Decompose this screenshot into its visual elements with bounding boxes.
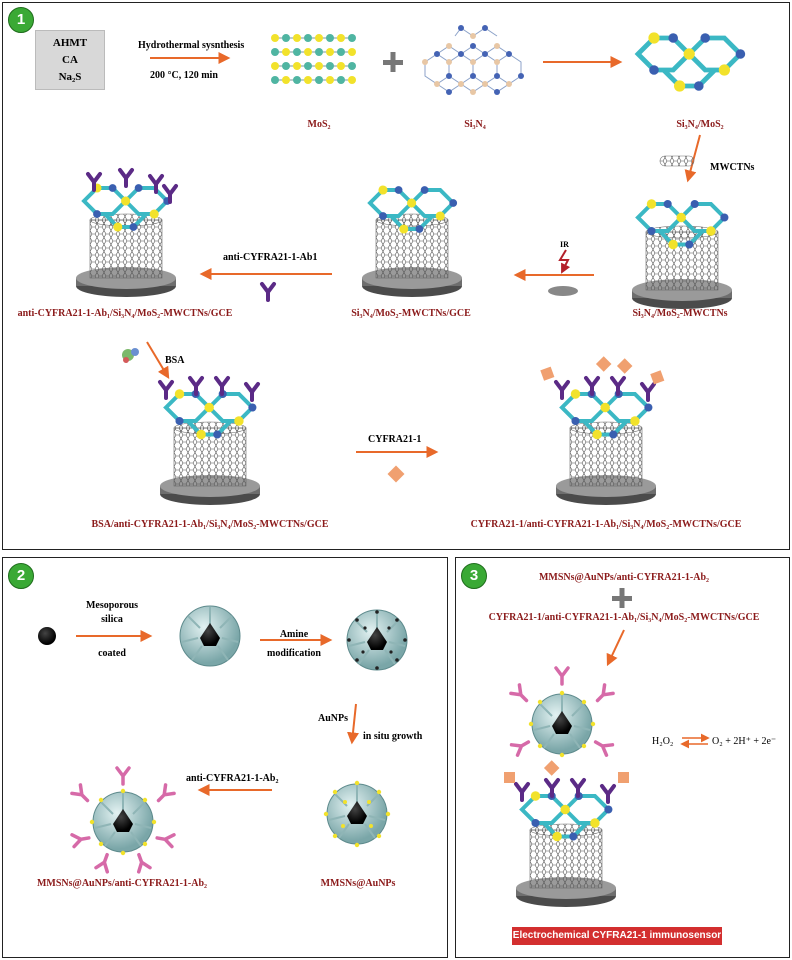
si3n4-network (422, 25, 524, 95)
composite-label: Si₃N₄/MoS₂ (676, 119, 724, 130)
aunps-label: AuNPs (318, 713, 349, 724)
reagent-ahmt: AHMT (52, 37, 88, 49)
panel3-top-label: MMSNs@AuNPs/anti-CYFRA21-1-Ab₂ (538, 572, 710, 583)
mesoporous-label-3: coated (98, 648, 126, 659)
immunosensor-electrode (504, 760, 629, 908)
reaction-right: O₂ + 2H⁺ + 2e⁻ (712, 736, 777, 747)
amine-label-2: modification (267, 648, 321, 659)
electrode-bsa (158, 376, 261, 506)
panel-1-badge: 1 (8, 7, 34, 33)
bsa-label: BSA (165, 355, 185, 366)
composite-mwctns-label: Si₃N₄/MoS₂-MWCTNs (632, 308, 728, 319)
panel-3 (455, 557, 790, 958)
arrow-aunps (347, 703, 359, 745)
mwctns-label: MWCTNs (710, 162, 755, 173)
panel3-bottom-label: CYFRA21-1/anti-CYFRA21-1-Ab₁/Si₃N₄/MoS₂-… (488, 612, 760, 623)
amine-label-1: Amine (279, 629, 309, 640)
hydrothermal-conditions: 200 °C, 120 min (150, 70, 218, 81)
antigen-free-icon (387, 465, 405, 483)
amine-sphere (346, 609, 408, 671)
electrode-gce (361, 183, 463, 298)
ab2-step-label: anti-CYFRA21-1-Ab₂ (186, 773, 279, 784)
plus-icon (383, 52, 403, 72)
mos2-label: MoS₂ (307, 119, 331, 130)
ir-lamp-icon (548, 249, 578, 296)
gce-electrode-label: Si₃N₄/MoS₂-MWCTNs/GCE (351, 308, 471, 319)
panel-3-badge: 3 (461, 563, 487, 589)
equilibrium-arrows (680, 733, 710, 749)
bsa-protein-icon (122, 348, 139, 363)
electrode-ab1 (75, 168, 178, 298)
si3n4-label: Si₃N₄ (464, 119, 486, 130)
reagent-na2s: Na₂S (58, 71, 82, 83)
antigen-step-label: CYFRA21-1 (368, 434, 422, 445)
ab1-step-label: anti-CYFRA21-1-Ab1 (223, 252, 318, 263)
arrow-panel3 (606, 629, 625, 667)
mos2-lattice (271, 34, 356, 84)
plus-icon-panel3 (612, 588, 632, 608)
final-conjugate-label: MMSNs@AuNPs/anti-CYFRA21-1-Ab₂ (36, 878, 208, 889)
hydrothermal-label: Hydrothermal sysnthesis (138, 40, 245, 51)
mmsns-aunps-label: MMSNs@AuNPs (320, 878, 396, 889)
silica-sphere (179, 605, 241, 667)
si3n4-mos2-composite (638, 32, 745, 91)
antigen-electrode-label: CYFRA21-1/anti-CYFRA21-1-Ab₁/Si₃N₄/MoS₂-… (470, 519, 742, 530)
ab1-electrode-label: anti-CYFRA21-1-Ab₁/Si₃N₄/MoS₂-MWCTNs/GCE (17, 308, 233, 319)
immunosensor-banner: Electrochemical CYFRA21-1 immunosensor (512, 927, 722, 945)
arrow-mwctns (684, 134, 701, 183)
immunosensor-nanoprobe (509, 666, 615, 758)
reaction-left: H₂O₂ (652, 736, 674, 747)
reagents-box: AHMT CA Na₂S (35, 30, 105, 90)
mesoporous-label-2: silica (101, 614, 123, 625)
mmsns-ab2-conjugate (70, 766, 176, 874)
electrode-antigen (540, 356, 665, 506)
reagent-ca: CA (62, 54, 78, 66)
mesoporous-label-1: Mesoporous (85, 600, 139, 611)
electrode-composite-mwctns (631, 199, 733, 310)
mmsns-aunps-sphere (323, 780, 391, 848)
ab1-free-antibody (260, 282, 276, 302)
nanotube-icon (659, 155, 695, 167)
in-situ-label: in situ growth (363, 731, 423, 742)
bsa-electrode-label: BSA/anti-CYFRA21-1-Ab₁/Si₃N₄/MoS₂-MWCTNs… (91, 519, 329, 530)
panel-2-badge: 2 (8, 563, 34, 589)
ir-label: IR (560, 240, 569, 249)
arrow-bsa (146, 341, 170, 380)
magnetic-core (38, 627, 56, 645)
